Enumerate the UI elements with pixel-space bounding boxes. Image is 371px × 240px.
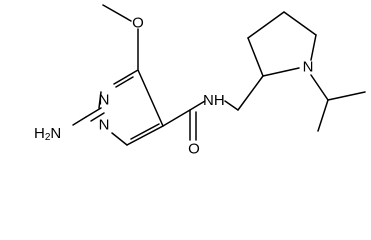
amide-h-label: H bbox=[214, 92, 225, 109]
atom-amino-group: H2N bbox=[34, 125, 61, 143]
bond-n1-c6 bbox=[111, 132, 128, 146]
bond-n-ch2 bbox=[224, 100, 239, 111]
atom-pyrrolidine-nitrogen: N bbox=[303, 59, 314, 76]
amino-h-label: H bbox=[34, 125, 45, 142]
bond-ring-c3-c4 bbox=[247, 11, 285, 39]
atom-carbonyl-oxygen: O bbox=[188, 141, 200, 158]
bond-ch-me1 bbox=[327, 91, 366, 101]
bond-c5-carbonyl bbox=[162, 109, 191, 127]
bond-carbonyl-n bbox=[189, 100, 206, 111]
bond-c6-c5-double bbox=[130, 123, 160, 140]
bond-ch2-c2 bbox=[237, 75, 264, 111]
bond-methyl-o bbox=[102, 4, 132, 22]
bond-c6-c5 bbox=[126, 125, 164, 146]
bond-lines bbox=[72, 4, 366, 146]
atom-amide-nitrogen: NH bbox=[203, 92, 225, 109]
atom-ring-nitrogen-bottom: N bbox=[99, 117, 110, 134]
bond-n-ch bbox=[310, 74, 329, 101]
atom-methoxy-oxygen: O bbox=[132, 15, 144, 32]
bond-c4-n3 bbox=[113, 69, 139, 85]
bond-ring-c5-n bbox=[310, 34, 317, 61]
bond-c2-n1 bbox=[85, 107, 102, 118]
bond-ring-c2-c3 bbox=[247, 37, 264, 77]
atom-ring-nitrogen-top: N bbox=[99, 92, 110, 109]
amide-n-label: N bbox=[203, 92, 214, 109]
atom-labels: O N N H2N NH O N bbox=[34, 15, 313, 158]
bond-n3-c2 bbox=[98, 91, 102, 109]
bond-ring-n-c2 bbox=[262, 67, 300, 77]
bond-c2-n1-double bbox=[90, 112, 105, 122]
bond-ring-c4-c5 bbox=[283, 11, 317, 36]
amino-subscript: 2 bbox=[45, 132, 51, 143]
bond-ch-me2 bbox=[317, 99, 329, 132]
bond-c2-nh2 bbox=[72, 116, 87, 126]
chemical-structure-diagram: O N N H2N NH O N bbox=[34, 4, 366, 158]
bond-c4-n3-double bbox=[115, 76, 134, 88]
amino-n-label: N bbox=[50, 125, 61, 142]
bond-c5-c4 bbox=[137, 69, 164, 127]
